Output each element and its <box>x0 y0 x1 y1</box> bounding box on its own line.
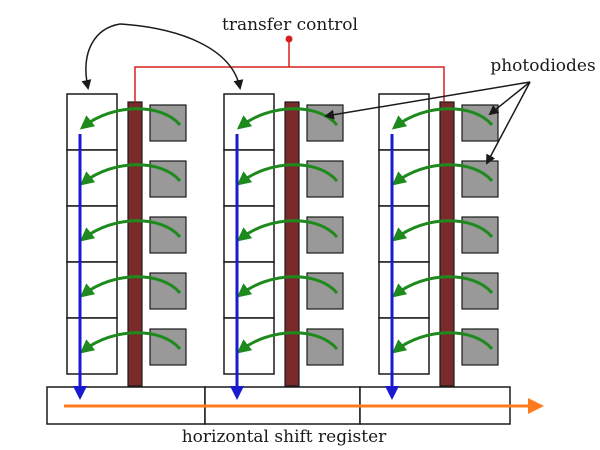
pointer-arrows <box>81 23 531 165</box>
pixel-columns <box>66 93 499 400</box>
charge-transfer-arrow <box>79 163 182 186</box>
charge-transfer-arrow <box>236 275 339 298</box>
transfer-gate <box>284 101 300 387</box>
transfer-control-label: transfer control <box>222 15 358 35</box>
charge-transfer-arrow <box>79 275 182 298</box>
pixel-column-1 <box>66 93 187 400</box>
pointer-arrow-left <box>81 23 121 90</box>
vertical-register-cell <box>66 317 118 375</box>
charge-transfer-arrow <box>236 219 339 242</box>
transfer-control-wire <box>134 35 445 102</box>
charge-transfer-arrow <box>391 275 494 298</box>
photodiode-pointer-2 <box>488 81 531 116</box>
charge-transfer-arrow <box>236 163 339 186</box>
transfer-control-node <box>285 35 293 43</box>
transfer-wire-bus <box>134 66 445 102</box>
photodiodes-label: photodiodes <box>490 56 595 76</box>
transfer-gate <box>439 101 455 387</box>
photodiode <box>306 328 344 366</box>
charge-transfer-arrow <box>391 219 494 242</box>
pixel-column-2 <box>223 93 344 400</box>
charge-transfer-arrow <box>79 219 182 242</box>
photodiode-pointer-1 <box>324 81 531 120</box>
charge-transfer-arrow <box>79 107 182 130</box>
horizontal-shift-register-label: horizontal shift register <box>182 427 387 447</box>
charge-transfer-arrow <box>391 107 494 130</box>
transfer-gate <box>127 101 143 387</box>
photodiode-pointer-3 <box>486 81 531 165</box>
charge-transfer-arrow <box>391 163 494 186</box>
charge-transfer-arrow <box>79 331 182 354</box>
pixel-column-3 <box>378 93 499 400</box>
charge-transfer-arrow <box>391 331 494 354</box>
vertical-register-cell <box>378 261 430 319</box>
charge-transfer-arrow <box>236 331 339 354</box>
pointer-arrow-right <box>119 23 244 90</box>
